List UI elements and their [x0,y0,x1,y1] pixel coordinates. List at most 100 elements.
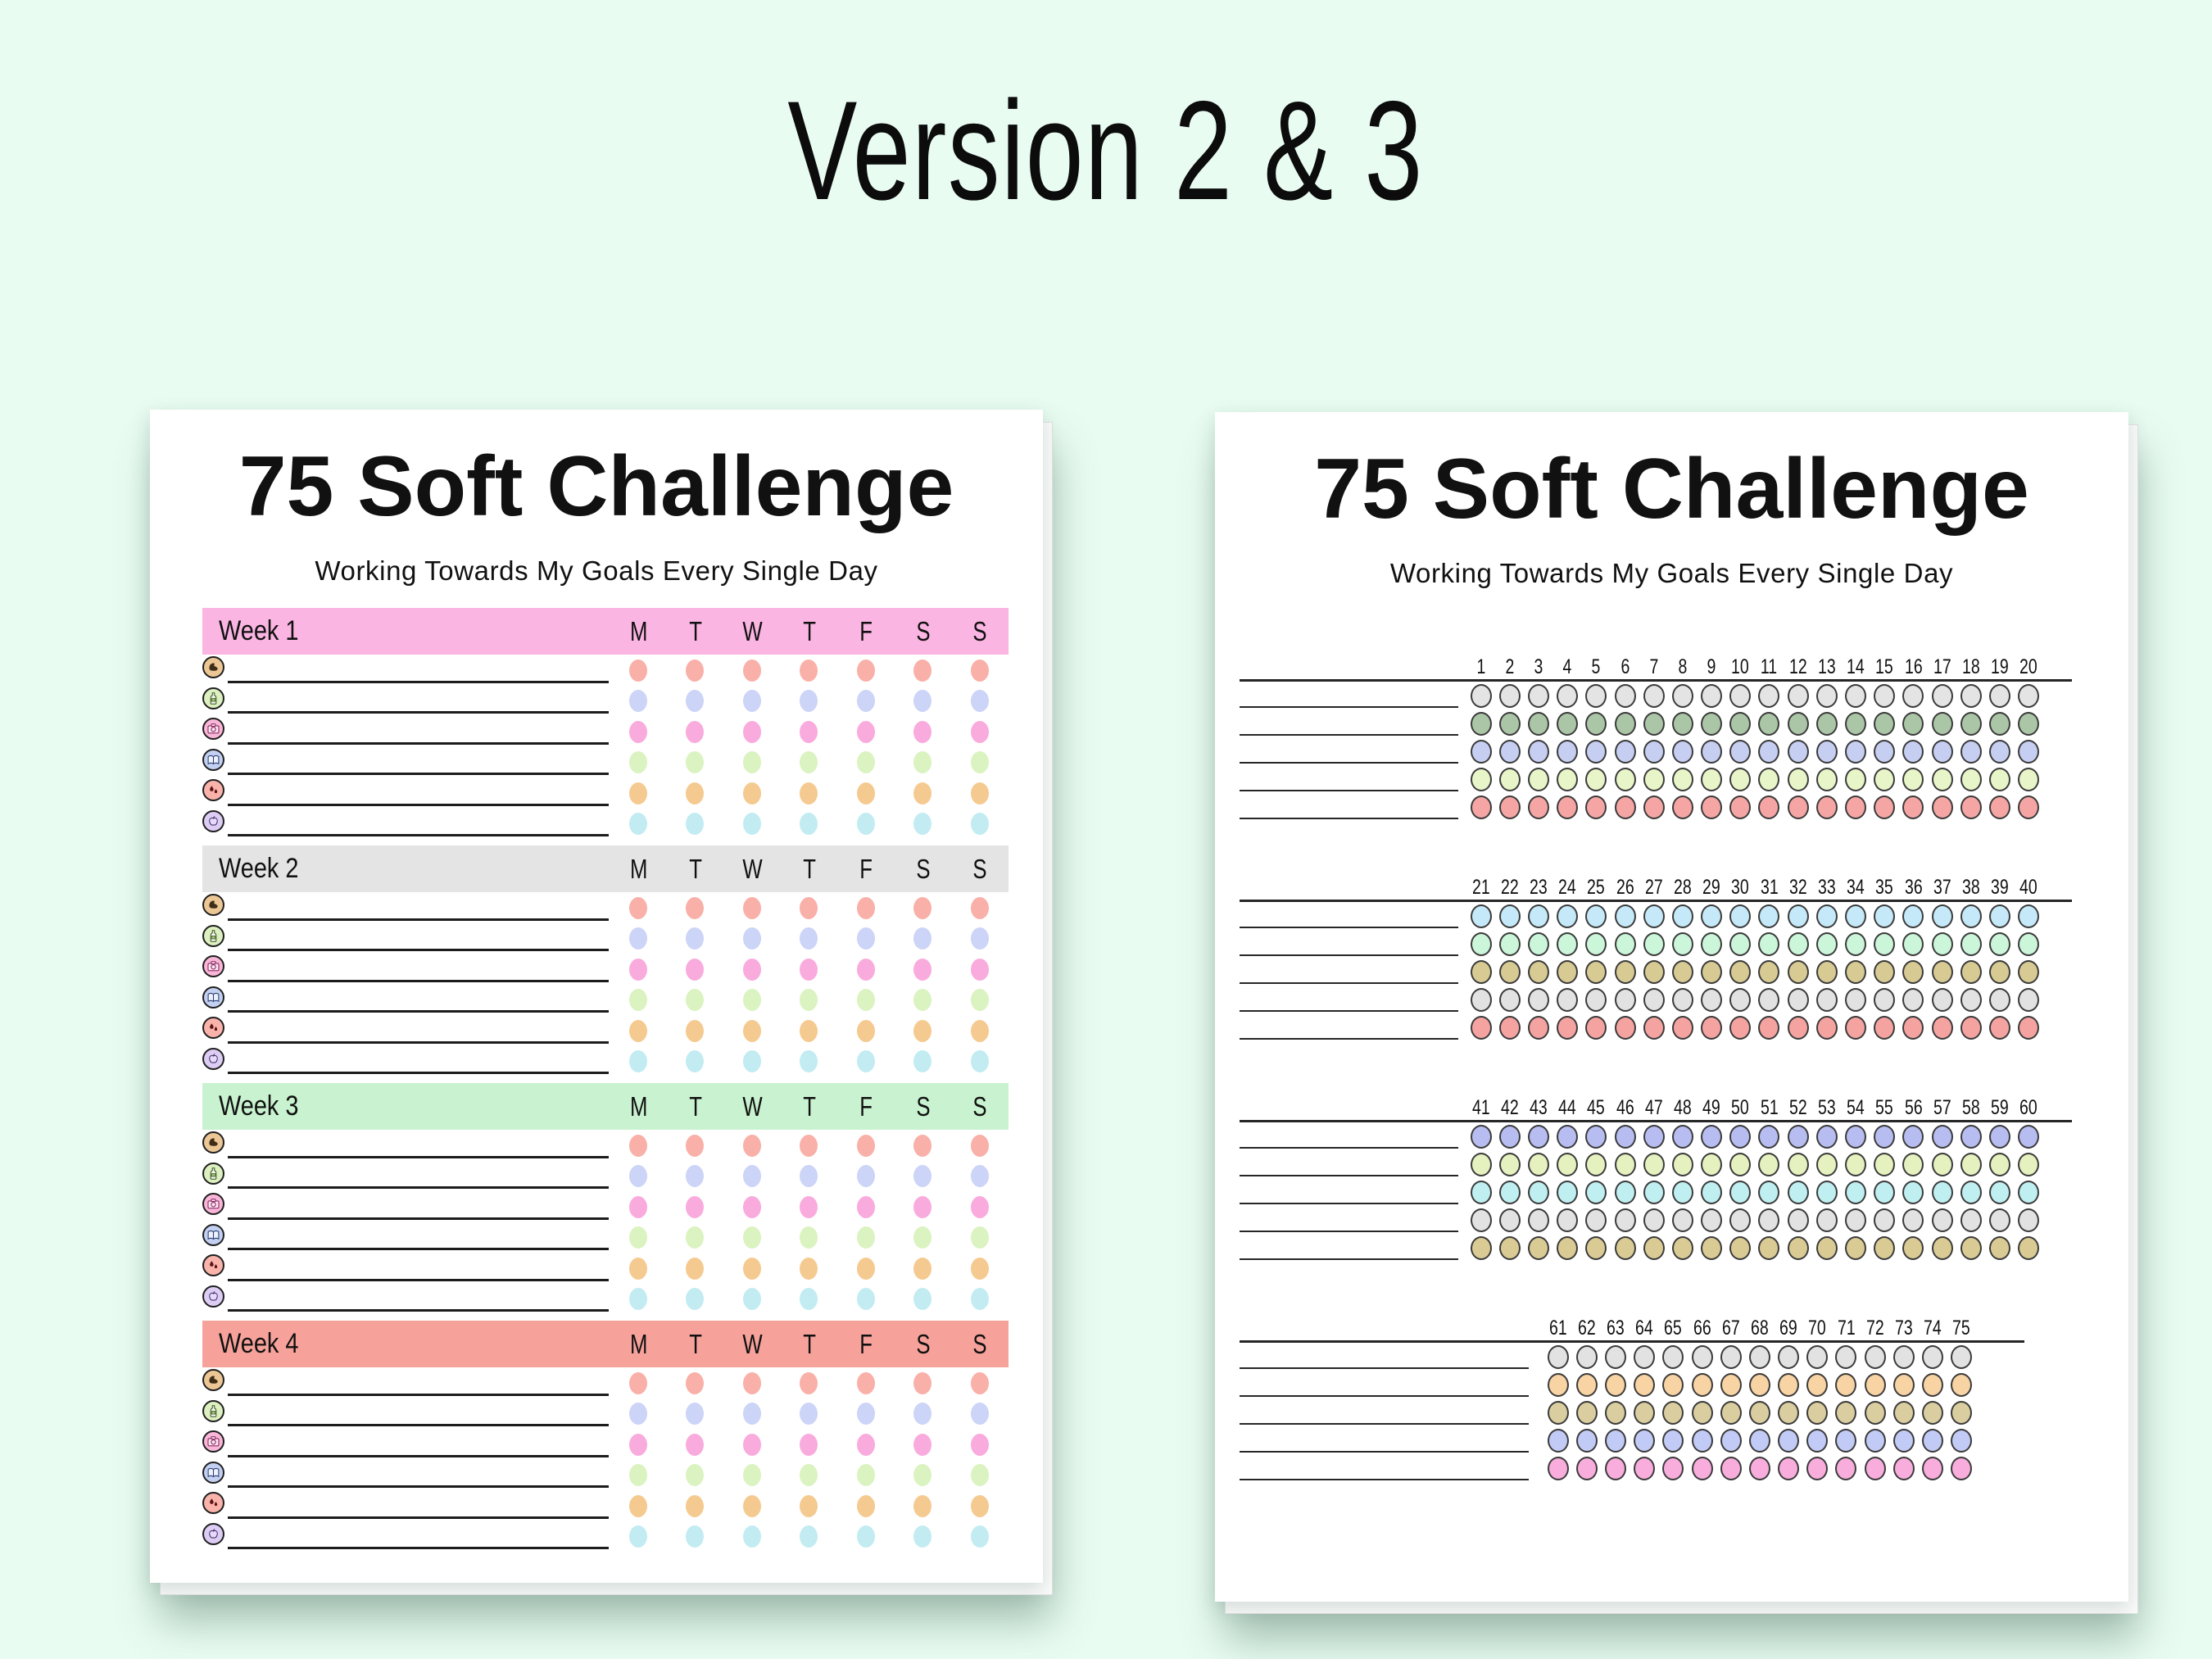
day-circle [1931,931,1953,956]
day-number: 8 [1678,655,1688,679]
day-circle [1470,931,1492,956]
day-circle [1470,1180,1492,1204]
day-circles [1466,958,2043,986]
day-circle [1585,767,1607,791]
muscle-icon [202,656,224,679]
day-circle [1902,739,1924,764]
write-line [1240,789,1458,792]
day-circle [1922,1456,1944,1480]
day-number: 28 [1674,876,1692,900]
tracker-row [1240,1206,2104,1234]
header-line [1240,1340,2024,1344]
day-circle [1845,1124,1867,1149]
day-circle [1729,1015,1752,1040]
habit-write-line [228,979,609,982]
day-circle [1845,683,1867,708]
day-number: 34 [1847,876,1865,900]
day-dot [742,1371,761,1394]
day-circle [1931,1180,1953,1204]
day-circle [1614,904,1636,928]
day-circle [1720,1400,1742,1425]
day-dots [610,1161,1009,1192]
day-dot [913,1525,932,1548]
day-circle [1643,767,1665,791]
day-dot [742,1050,761,1073]
day-circle [1557,1015,1579,1040]
day-circle [1864,1344,1886,1369]
day-dot [913,1403,932,1426]
day-number: 50 [1731,1096,1750,1120]
day-dot [800,1403,818,1426]
day-dot [800,1019,818,1042]
day-circle [1960,795,1982,819]
day-circle [1671,767,1693,791]
day-circle [1845,987,1867,1012]
day-circle [1671,1180,1693,1204]
day-circle [1691,1428,1713,1453]
day-circle [1729,904,1752,928]
day-dot [800,1371,818,1394]
day-dot [913,1019,932,1042]
day-dot [686,751,705,774]
day-circle [1527,767,1549,791]
day-circle [1701,767,1723,791]
day-header: M [629,1328,647,1359]
day-number: 46 [1616,1096,1634,1120]
day-circle [1643,1152,1665,1176]
day-circle [1902,1152,1924,1176]
day-dot [686,1134,705,1157]
day-circle [1643,931,1665,956]
day-header: S [972,615,987,646]
day-dot [686,1464,705,1487]
day-number: 37 [1933,876,1951,900]
tracker-row [1240,958,2104,986]
day-number: 66 [1693,1317,1711,1340]
day-circle [1835,1456,1857,1480]
day-circle [1845,1235,1867,1260]
day-dot [800,989,818,1012]
day-circle [1748,1344,1770,1369]
day-dot [686,1525,705,1548]
day-dot [628,1433,647,1456]
day-circle [1701,1235,1723,1260]
day-circle [1960,959,1982,984]
day-circle [1470,904,1492,928]
day-number: 65 [1664,1317,1683,1340]
day-circle [1758,739,1780,764]
day-circle [1845,739,1867,764]
day-number: 57 [1933,1096,1951,1120]
tracker-row [1240,1426,2104,1454]
day-dots [610,985,1009,1016]
day-dot [742,989,761,1012]
tracker-title: 75 Soft Challenge [238,439,954,534]
day-dot [628,1288,647,1311]
day-circle [1671,1152,1693,1176]
day-circle [1720,1372,1742,1397]
day-dot [913,782,932,805]
day-dot [913,1165,932,1188]
habit-write-line [228,711,609,714]
day-circle [1748,1428,1770,1453]
day-number: 29 [1702,876,1720,900]
day-circle [1815,739,1838,764]
day-circle [1787,683,1809,708]
day-circle [2018,1124,2040,1149]
day-circle [1931,795,1953,819]
day-circle [1671,1015,1693,1040]
header-line [1240,1120,2072,1123]
day-header: T [802,1090,816,1122]
day-dot [686,1494,705,1517]
day-dot [628,690,647,713]
habit-row [202,1046,1009,1077]
day-number: 27 [1644,876,1663,900]
day-circle [1662,1400,1684,1425]
day-circle [1845,795,1867,819]
habit-write-line [228,1393,609,1396]
day-dot [742,1019,761,1042]
day-circle [1643,739,1665,764]
day-dot [856,1226,875,1249]
tracker-row [1240,902,2104,930]
